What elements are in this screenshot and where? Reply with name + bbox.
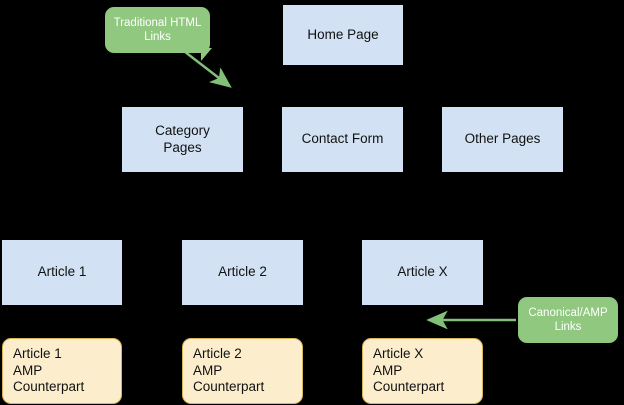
- node-contact-form-label: Contact Form: [301, 131, 384, 147]
- callout-traditional-html-links[interactable]: Traditional HTML Links: [105, 7, 212, 61]
- callout-traditional-html-links-label: Traditional HTML Links: [113, 16, 202, 43]
- callout-canonical-amp-links-label: Canonical/AMP Links: [528, 306, 608, 333]
- node-article-x-label: Article X: [397, 264, 448, 280]
- node-article-1-amp-counterpart[interactable]: Article 1 AMP Counterpart: [2, 338, 122, 404]
- node-other-pages-label: Other Pages: [464, 131, 541, 147]
- callout-canonical-amp-links[interactable]: Canonical/AMP Links: [518, 297, 618, 343]
- node-category-pages-label: Category Pages: [155, 123, 210, 155]
- node-other-pages[interactable]: Other Pages: [442, 107, 563, 172]
- node-home-page-label: Home Page: [307, 26, 379, 42]
- node-category-pages[interactable]: Category Pages: [122, 107, 243, 172]
- node-article-x[interactable]: Article X: [362, 240, 483, 305]
- node-article-2-label: Article 2: [218, 264, 267, 280]
- callout-tail-icon: [201, 48, 212, 61]
- node-home-page[interactable]: Home Page: [283, 5, 403, 65]
- node-article-2-amp-counterpart-label: Article 2 AMP Counterpart: [193, 346, 265, 395]
- node-article-1-label: Article 1: [37, 264, 87, 280]
- node-article-2[interactable]: Article 2: [182, 240, 303, 305]
- node-article-2-amp-counterpart[interactable]: Article 2 AMP Counterpart: [182, 338, 303, 404]
- node-article-x-amp-counterpart[interactable]: Article X AMP Counterpart: [362, 338, 483, 404]
- node-article-x-amp-counterpart-label: Article X AMP Counterpart: [373, 346, 445, 395]
- node-article-1-amp-counterpart-label: Article 1 AMP Counterpart: [13, 346, 85, 395]
- node-article-1[interactable]: Article 1: [2, 240, 122, 305]
- node-contact-form[interactable]: Contact Form: [282, 107, 403, 172]
